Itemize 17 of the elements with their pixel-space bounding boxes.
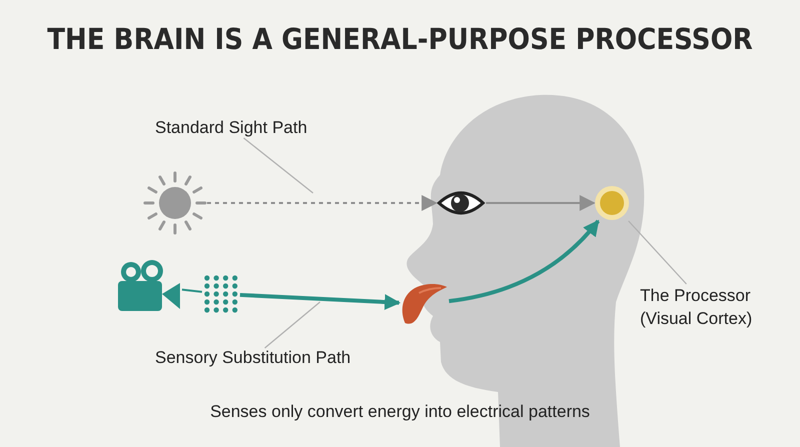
arrow	[486, 195, 596, 211]
video-camera-icon	[116, 259, 182, 313]
eye-icon	[436, 189, 486, 217]
arrow	[207, 195, 438, 211]
callout-text: Sensory Substitution Path	[155, 348, 351, 368]
title: THE BRAIN IS A GENERAL-PURPOSE PROCESSOR	[46, 22, 754, 56]
callout-text: Standard Sight Path	[155, 118, 308, 138]
leader-line	[628, 220, 687, 284]
arrow	[448, 220, 600, 304]
dot-grid-icon	[202, 275, 240, 313]
sun-icon	[143, 171, 207, 235]
leader-line	[243, 138, 314, 194]
glowing-circle	[594, 185, 630, 221]
leader-line	[264, 302, 320, 348]
caption: Senses only convert energy into electrical patterns	[209, 402, 591, 422]
arrow	[240, 292, 401, 310]
callout-text: The Processor (Visual Cortex)	[640, 284, 775, 330]
